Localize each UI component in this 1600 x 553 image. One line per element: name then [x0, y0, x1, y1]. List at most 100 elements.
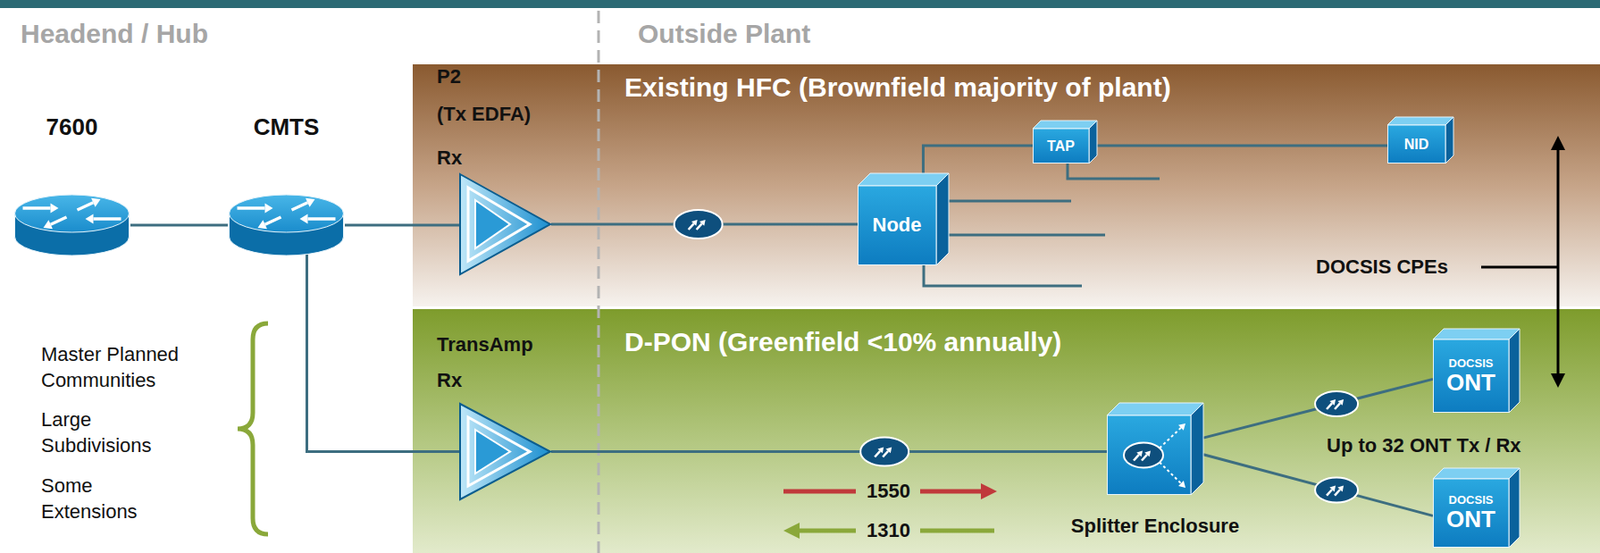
router-icon-shape — [227, 193, 345, 257]
cube-front — [1388, 125, 1447, 164]
arrow-shaft — [882, 451, 888, 458]
cube-side — [1508, 328, 1520, 413]
amp-inner — [475, 200, 511, 249]
arrow-shaft — [783, 489, 856, 495]
cube-front — [1033, 128, 1090, 164]
arrow-shaft — [688, 223, 695, 230]
box-label: ONT — [1446, 506, 1496, 533]
arrow-head — [1178, 423, 1186, 431]
box-label: DOCSIS — [1449, 494, 1494, 507]
router-icon-shape — [13, 193, 131, 257]
annotation-label: DOCSIS CPEs — [1315, 255, 1449, 279]
splitter-icon — [1123, 423, 1186, 488]
arrow-shaft — [292, 202, 309, 210]
cube-front — [1433, 478, 1510, 548]
fiber-link — [1203, 378, 1433, 438]
arrow-shaft — [237, 206, 266, 210]
box-label: ONT — [1446, 369, 1496, 396]
box-face: TAP — [1032, 128, 1090, 164]
arrow-head — [783, 522, 800, 539]
router-arrows — [23, 198, 122, 229]
arrow-shaft — [23, 206, 51, 210]
cube-top — [1032, 120, 1098, 129]
amplifier-symbol-shape — [459, 402, 552, 501]
ont-box: DOCSISONT — [1432, 468, 1520, 548]
router-icon: 7600 — [13, 193, 131, 257]
router-top — [15, 194, 130, 233]
annotation-label: 1310 — [866, 519, 911, 543]
box-label: TAP — [1047, 138, 1075, 155]
device-label: (Tx EDFA) — [436, 102, 531, 126]
fiber-link — [307, 253, 461, 453]
coupler-symbol — [674, 209, 723, 239]
cube-side — [936, 173, 949, 266]
cube-top — [1106, 402, 1204, 416]
arrow-shaft — [920, 528, 995, 534]
arrow-shaft — [1334, 402, 1341, 410]
arrow-head — [1329, 485, 1336, 493]
arrow-head — [50, 203, 59, 214]
amp-inner-outline — [468, 187, 530, 261]
annotation-label: Up to 32 ONT Tx / Rx — [1326, 434, 1522, 458]
double-arrow-shaft — [1557, 148, 1560, 376]
zone-heading: Outside Plant — [637, 17, 811, 51]
box-face: DOCSISONT — [1432, 339, 1509, 413]
top-bar — [0, 0, 1600, 9]
fiber-link — [1203, 454, 1433, 517]
arrow-shaft — [797, 528, 856, 534]
box-face: NID — [1387, 125, 1446, 164]
coupler-symbol — [860, 437, 909, 467]
device-label: 7600 — [13, 113, 131, 142]
amplifier-symbol: P2(Tx EDFA)Rx — [459, 173, 552, 276]
drop-line — [948, 234, 1106, 237]
tap-box: TAP — [1032, 120, 1098, 164]
arrow-head — [300, 214, 309, 225]
arrow-head — [1550, 373, 1566, 388]
router-icon: CMTS — [227, 193, 345, 257]
fiber-link — [1097, 144, 1388, 148]
inline-coupler — [674, 209, 723, 239]
arrow-head — [85, 214, 94, 225]
box-label: NID — [1404, 136, 1430, 153]
arrow-head — [305, 198, 315, 208]
amplifier-symbol-shape — [459, 173, 552, 276]
cube-front — [858, 185, 938, 266]
arrow-head — [878, 447, 885, 454]
inline-coupler — [1315, 477, 1358, 503]
amp-inner — [475, 429, 511, 474]
arrow-shaft — [93, 217, 122, 221]
node-box: Node — [857, 173, 949, 266]
arrow-head — [691, 219, 698, 227]
device-label: Rx — [436, 368, 462, 393]
arrow-head — [43, 219, 53, 229]
inline-coupler — [860, 437, 909, 467]
arrow-shaft — [1159, 462, 1182, 485]
arrow-head — [1550, 135, 1566, 151]
band-title: Existing HFC (Brownfield majority of pla… — [624, 71, 1172, 104]
region-band: D-PON (Greenfield <10% annually) TransAmp… — [412, 309, 1600, 553]
arrow-shaft — [77, 202, 94, 210]
arrow-shaft — [1326, 489, 1332, 496]
annotation-label: Large Subdivisions — [41, 406, 176, 459]
cube-side — [1508, 468, 1520, 548]
ont-box: DOCSISONT — [1432, 328, 1520, 413]
cube-top — [1432, 328, 1520, 340]
band-title: D-PON (Greenfield <10% annually) — [624, 326, 1062, 359]
amp-outer — [460, 174, 551, 275]
dpon-band-ground — [412, 309, 1600, 553]
arrow-shaft — [696, 223, 703, 230]
hfc-band-ground — [412, 64, 1600, 307]
device-label: P2 — [436, 65, 461, 89]
coupler-symbol — [1123, 443, 1164, 469]
coupler-symbol — [1315, 477, 1358, 503]
amplifier-symbol: TransAmpRx — [459, 402, 552, 501]
arrow-shaft — [1159, 427, 1182, 449]
divider-dashed — [597, 10, 601, 553]
arrow-head — [1337, 485, 1344, 493]
cube-front — [1107, 415, 1192, 495]
zone-heading: Headend / Hub — [20, 17, 209, 51]
annotation-label: Some Extensions — [41, 472, 153, 525]
arrow-shaft — [1334, 489, 1341, 496]
arrow-shaft — [50, 217, 68, 225]
arrow-shaft — [1133, 454, 1140, 461]
